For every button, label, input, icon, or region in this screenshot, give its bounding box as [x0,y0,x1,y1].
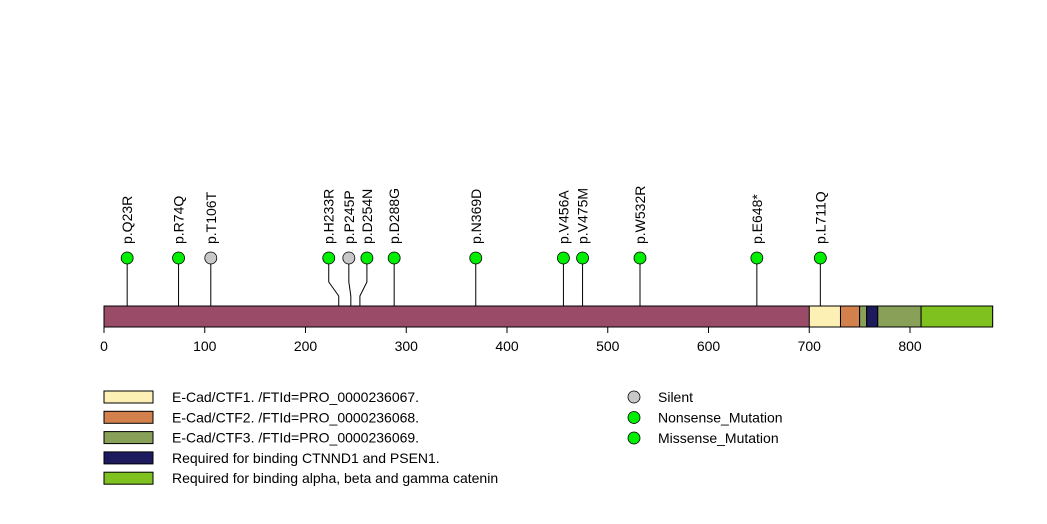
x-tick-label: 800 [898,338,922,354]
legend-swatch [103,451,154,465]
mutation-point [813,251,827,265]
mutation-label: p.T106T [203,191,219,244]
mutation-point [342,251,356,265]
domain-4 [877,305,922,328]
x-tick-label: 600 [697,338,721,354]
mutation-label: p.Q23R [119,196,135,244]
mutation-label: p.D288G [386,188,402,244]
x-tick-label: 100 [193,338,217,354]
mutation-point [322,251,336,265]
legend-label: E-Cad/CTF3. /FTId=PRO_0000236069. [172,430,419,446]
mutation-point [750,251,764,265]
legend-point [627,431,641,445]
mutation-label: p.V456A [555,190,571,244]
mutation-point [120,251,134,265]
mutation-point [204,251,218,265]
legend-swatch [103,471,154,485]
mutation-label: p.E648* [749,194,765,244]
legend-label: Silent [658,389,693,405]
lollipop-stem [348,258,352,306]
lollipop-stem [328,258,340,306]
mutation-point [387,251,401,265]
legend-label: Nonsense_Mutation [658,410,783,426]
x-tick-label: 300 [395,338,419,354]
legend-label: E-Cad/CTF2. /FTId=PRO_0000236068. [172,409,419,425]
mutation-point [172,251,185,265]
mutation-point [557,251,570,265]
mutation-label: p.N369D [468,189,484,244]
mutation-label: p.H233R [321,189,337,244]
legend-swatch [103,410,154,424]
mutation-point [360,251,374,265]
lollipop-stem [359,258,368,306]
legend-point [627,411,641,424]
x-tick-label: 200 [294,338,318,354]
legend-swatch [103,390,154,404]
legend-label: Required for binding alpha, beta and gam… [172,470,498,486]
mutation-label: p.W532R [632,186,648,244]
mutation-label: p.V475M [575,188,591,244]
mutation-label: p.D254N [359,189,375,244]
mutation-point [469,251,483,265]
legend-swatch [103,431,154,445]
legend-point [627,390,641,404]
domain-1 [839,305,861,328]
mutation-point [576,251,589,265]
mutation-label: p.L711Q [812,191,828,244]
x-tick-label: 400 [495,338,519,354]
mutation-label: p.R74Q [171,196,187,244]
x-tick-label: 0 [100,338,108,354]
mutation-point [633,251,647,265]
x-tick-label: 700 [798,338,822,354]
domain-3 [866,305,879,328]
domain-0 [808,305,841,328]
legend-label: Missense_Mutation [658,430,779,446]
mutation-label: p.P245P [341,190,357,244]
domain-5 [920,305,994,328]
legend-label: E-Cad/CTF1. /FTId=PRO_0000236067. [172,389,419,405]
legend-label: Required for binding CTNND1 and PSEN1. [172,450,440,466]
x-tick-label: 500 [596,338,620,354]
domain-2 [859,305,868,328]
